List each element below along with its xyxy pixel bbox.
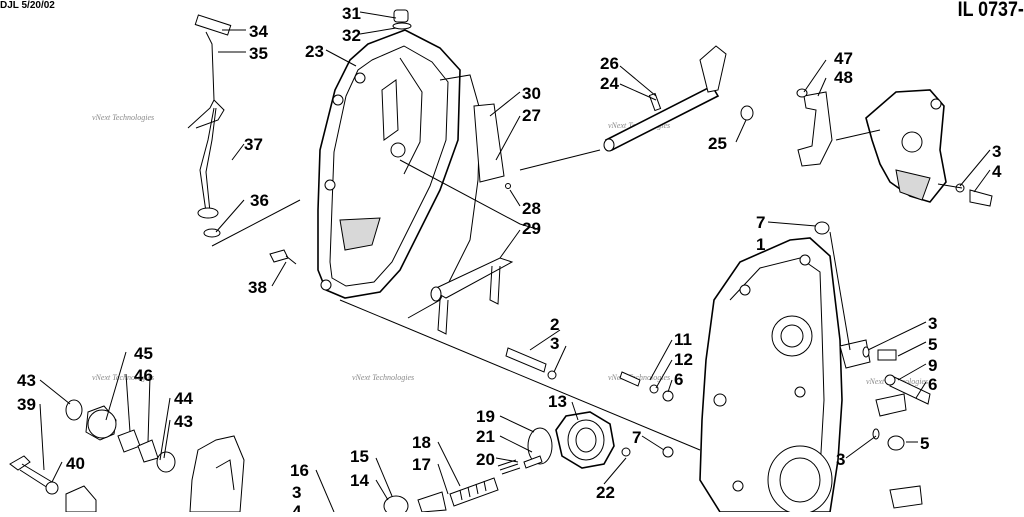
shift-shaft-part (603, 45, 754, 152)
callout-6: 6 (674, 370, 683, 389)
callout-7: 7 (756, 213, 765, 232)
leader-lines (39, 11, 991, 513)
callout-6: 6 (928, 375, 937, 394)
callout-14: 14 (350, 471, 369, 490)
spring-washer-part (497, 427, 553, 475)
callout-19: 19 (476, 407, 495, 426)
callout-29: 29 (522, 219, 541, 238)
callout-37: 37 (244, 135, 263, 154)
callout-3: 3 (928, 314, 937, 333)
dipstick-part (187, 14, 232, 238)
watermark-text: vNext Technologies (92, 113, 154, 122)
callout-26: 26 (600, 54, 619, 73)
callout-47: 47 (834, 49, 853, 68)
bolt-part (505, 347, 557, 380)
chaincase-cover-part (317, 29, 481, 319)
callout-48: 48 (834, 68, 853, 87)
callout-43: 43 (17, 371, 36, 390)
callout-2: 2 (550, 315, 559, 334)
callouts: 34 35 31 32 23 37 36 38 26 24 30 27 25 2… (17, 4, 1002, 517)
watermark-text: vNext Technologies (92, 373, 154, 382)
callout-21: 21 (476, 427, 495, 446)
callout-3: 3 (992, 142, 1001, 161)
tension-spring-part (417, 477, 499, 513)
callout-7: 7 (632, 428, 641, 447)
cover-bolt-part (269, 249, 297, 265)
callout-20: 20 (476, 450, 495, 469)
callout-12: 12 (674, 350, 693, 369)
drawing-id: IL 0737- (957, 0, 1024, 21)
callout-25: 25 (708, 134, 727, 153)
housing-bolts-part (862, 346, 931, 451)
callout-40: 40 (66, 454, 85, 473)
watermark-text: vNext Technologies (352, 373, 414, 382)
callout-13: 13 (548, 392, 567, 411)
callout-39: 39 (17, 395, 36, 414)
callout-11: 11 (674, 330, 692, 349)
idler-bracket-part (796, 88, 993, 207)
bracket-part (430, 257, 514, 335)
callout-43: 43 (174, 412, 193, 431)
watermark-text: vNext Technologies (608, 373, 670, 382)
gasket-plate-part (473, 103, 511, 189)
callout-4: 4 (292, 502, 302, 512)
breather-part (392, 9, 412, 30)
callout-22: 22 (596, 483, 615, 502)
bottom-left-parts (9, 399, 245, 513)
callout-5: 5 (928, 335, 937, 354)
callout-17: 17 (412, 455, 431, 474)
callout-4: 4 (992, 162, 1002, 181)
callout-36: 36 (250, 191, 269, 210)
callout-38: 38 (248, 278, 267, 297)
callout-5: 5 (920, 434, 929, 453)
callout-18: 18 (412, 433, 431, 452)
callout-24: 24 (600, 74, 619, 93)
nut-part (662, 446, 674, 458)
date-code: DJL 5/20/02 (0, 0, 55, 11)
callout-45: 45 (134, 344, 153, 363)
callout-16: 16 (290, 461, 309, 480)
callout-3: 3 (836, 450, 845, 469)
callout-44: 44 (174, 389, 193, 408)
callout-46: 46 (134, 366, 153, 385)
callout-3: 3 (292, 483, 301, 502)
callout-31: 31 (342, 4, 361, 23)
callout-35: 35 (249, 44, 268, 63)
callout-15: 15 (350, 447, 369, 466)
callout-28: 28 (522, 199, 541, 218)
callout-23: 23 (305, 42, 324, 61)
callout-3: 3 (550, 334, 559, 353)
tensioner-housing-part (555, 411, 631, 469)
callout-1: 1 (756, 235, 765, 254)
chaincase-housing-part (699, 221, 923, 515)
callout-9: 9 (928, 356, 937, 375)
callout-30: 30 (522, 84, 541, 103)
callout-32: 32 (342, 26, 361, 45)
callout-27: 27 (522, 106, 541, 125)
callout-34: 34 (249, 22, 268, 41)
